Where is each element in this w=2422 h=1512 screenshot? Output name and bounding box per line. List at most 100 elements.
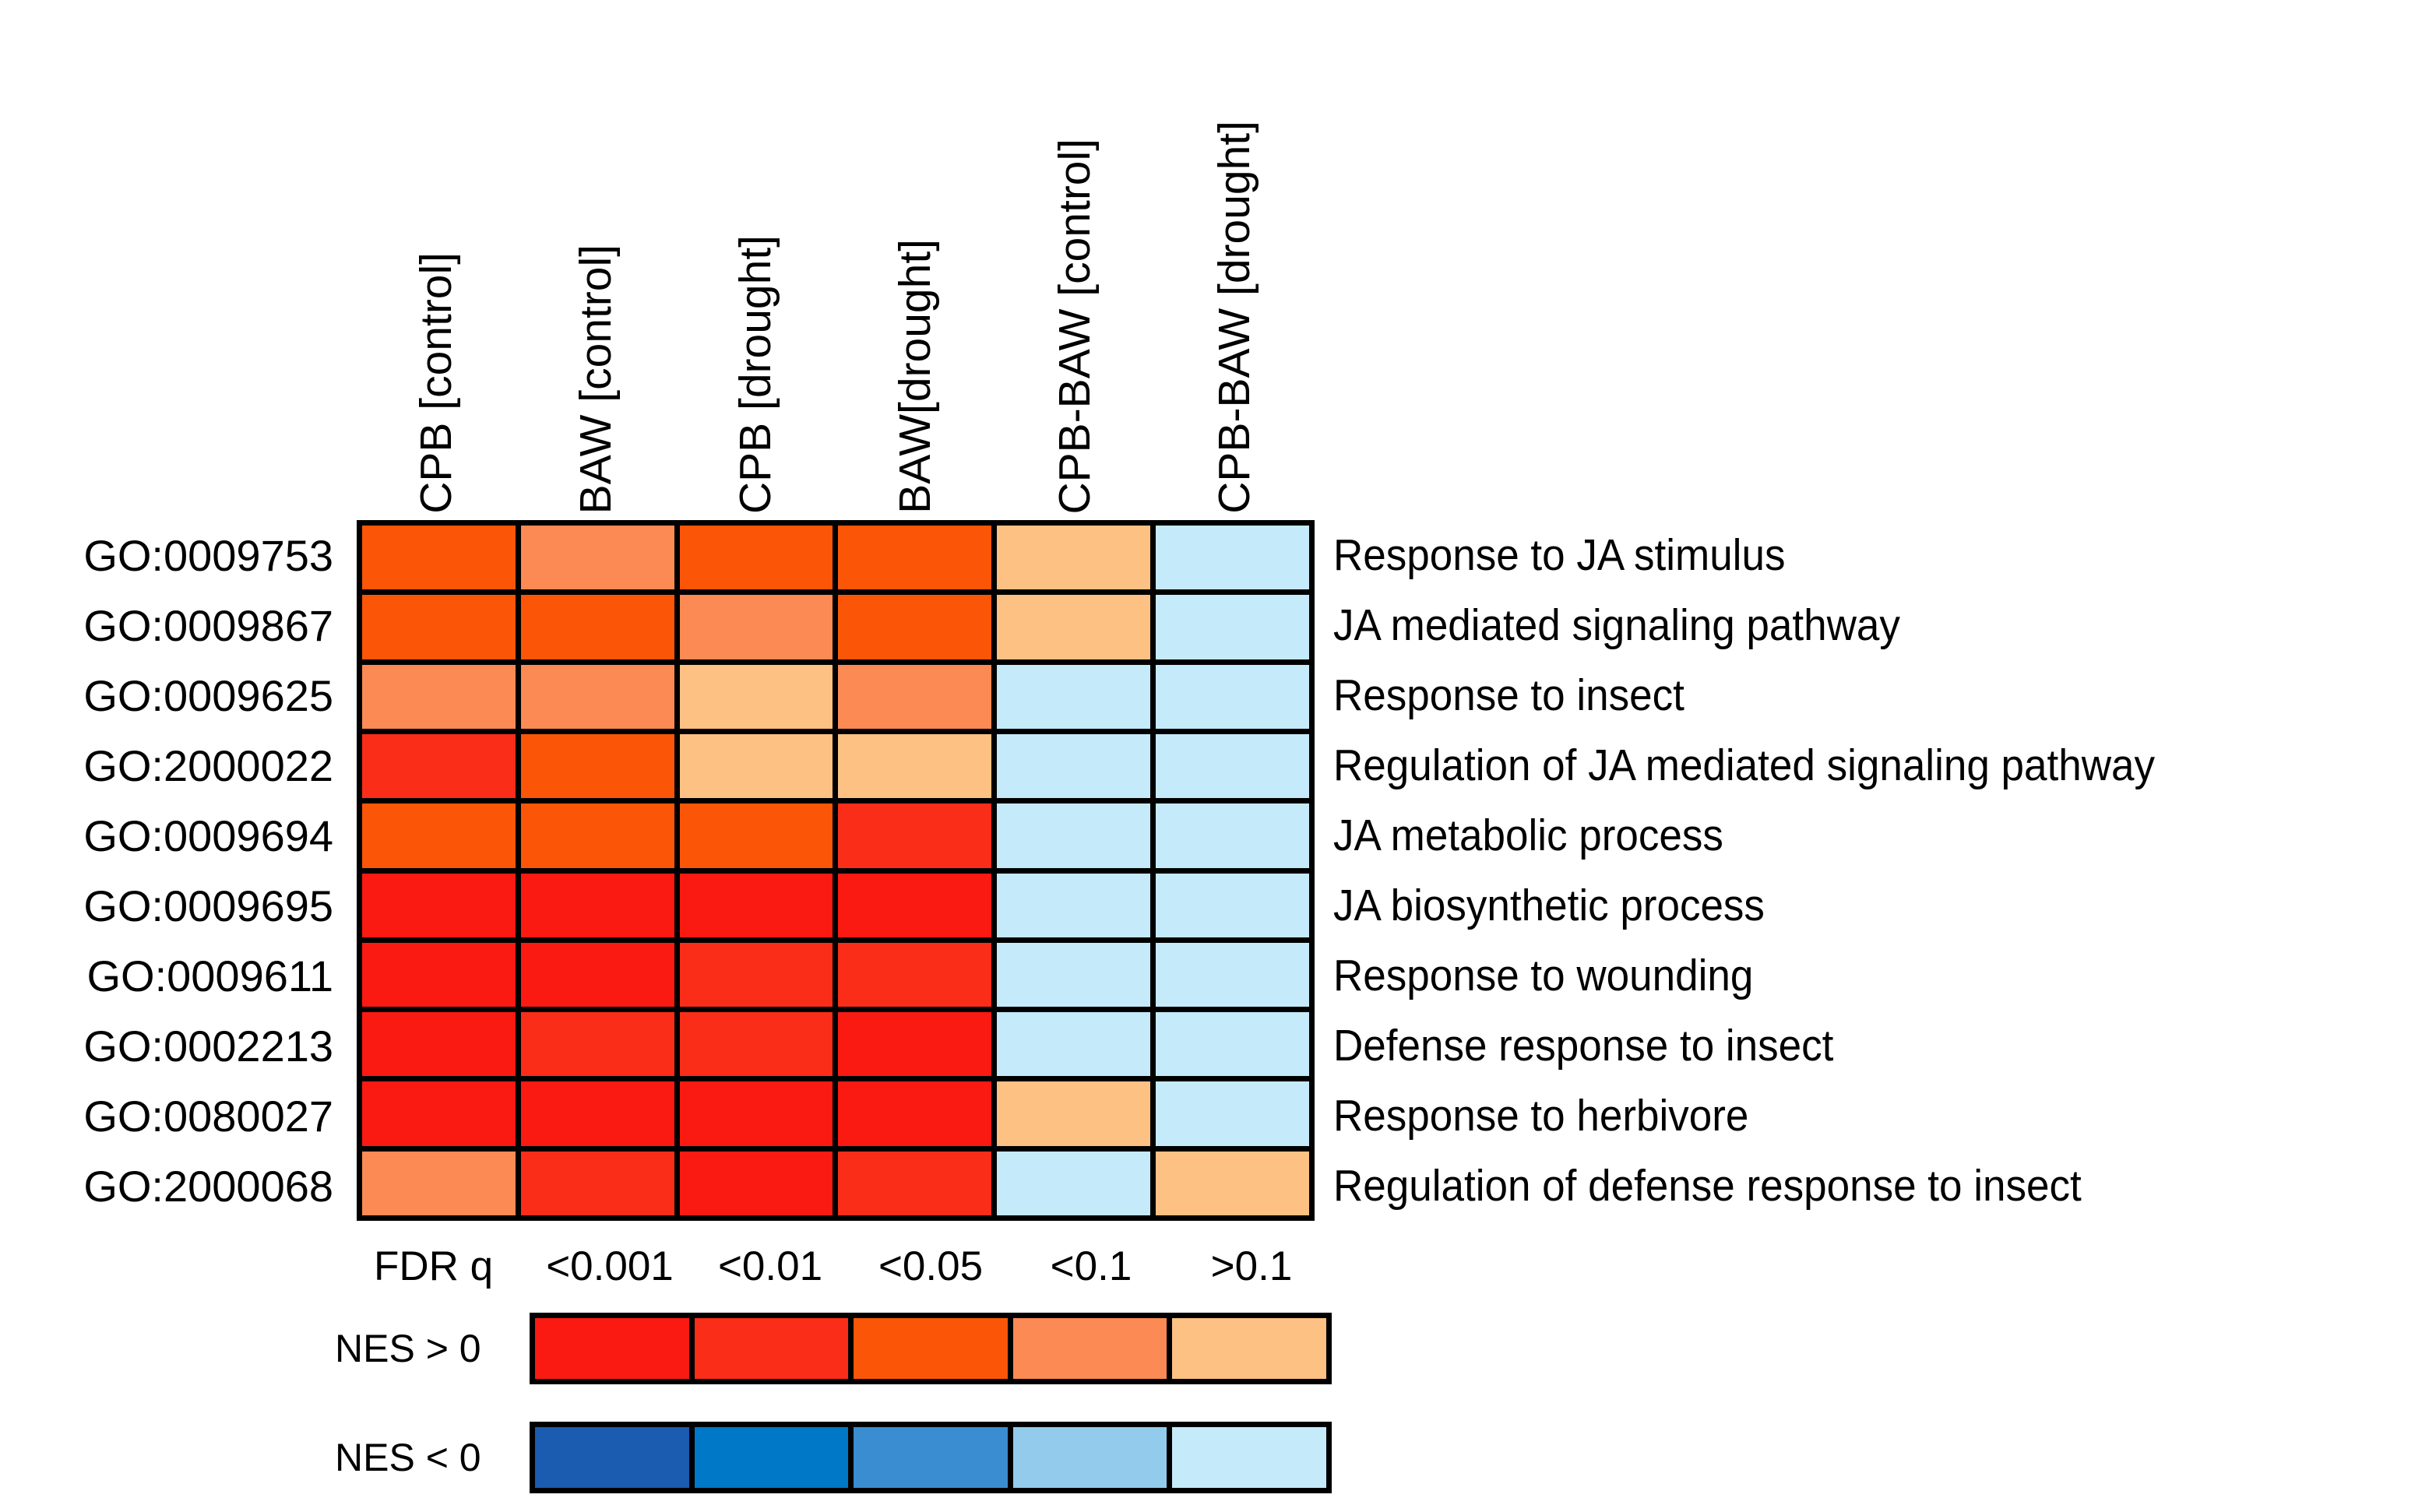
heatmap-cell xyxy=(520,1151,674,1215)
column-header-2: BAW [control] xyxy=(516,0,676,514)
heatmap-grid xyxy=(357,520,1315,1221)
heatmap-cell xyxy=(520,733,674,799)
heatmap-cell xyxy=(520,595,674,659)
row-id-label: GO:0009625 xyxy=(83,670,333,720)
heatmap-cell xyxy=(1156,1151,1309,1215)
heatmap-cell xyxy=(520,873,674,937)
column-header-label: CPB-BAW [drought] xyxy=(1209,121,1259,514)
row-description-label: JA metabolic process xyxy=(1333,811,1723,860)
row-description-label: JA mediated signaling pathway xyxy=(1333,600,1900,650)
column-header-5: CPB-BAW [control] xyxy=(995,0,1155,515)
heatmap-cell xyxy=(362,664,516,729)
heatmap-cell xyxy=(362,803,516,868)
heatmap-cell xyxy=(838,1081,992,1146)
heatmap-cell xyxy=(997,873,1151,937)
heatmap-cell xyxy=(679,526,833,590)
column-header-6: CPB-BAW [drought] xyxy=(1155,0,1315,514)
legend-swatch-negative xyxy=(854,1427,1008,1488)
heatmap-cell xyxy=(362,595,516,659)
heatmap-cell xyxy=(838,526,992,590)
heatmap-cell xyxy=(362,942,516,1007)
heatmap-cell xyxy=(997,733,1151,799)
legend-swatch-negative xyxy=(535,1427,689,1488)
legend-swatch-negative xyxy=(694,1427,849,1488)
row-description-label: Regulation of defense response to insect xyxy=(1333,1161,2082,1211)
heatmap-cell xyxy=(997,1151,1151,1215)
heatmap-cell xyxy=(362,733,516,799)
row-description-label: Response to herbivore xyxy=(1333,1091,1749,1141)
legend-strip-negative xyxy=(530,1422,1332,1493)
heatmap-cell xyxy=(1156,733,1309,799)
legend-swatch-negative xyxy=(1172,1427,1326,1488)
row-description-label: Defense response to insect xyxy=(1333,1021,1834,1071)
row-id-label: GO:0009694 xyxy=(83,811,333,860)
row-description-label: Response to insect xyxy=(1333,670,1684,720)
column-header-label: CPB [drought] xyxy=(730,234,780,514)
heatmap-cell xyxy=(838,664,992,729)
heatmap-cell xyxy=(520,1012,674,1077)
column-header-label: CPB-BAW [control] xyxy=(1050,138,1100,515)
heatmap-cell xyxy=(679,1012,833,1077)
heatmap-cell xyxy=(838,803,992,868)
row-description-label: JA biosynthetic process xyxy=(1333,881,1765,930)
legend-fdr-title: FDR q xyxy=(374,1243,494,1289)
column-header-4: BAW[drought] xyxy=(836,0,995,514)
heatmap-cell xyxy=(362,526,516,590)
heatmap-cell xyxy=(679,1081,833,1146)
legend-nes-negative-label: NES < 0 xyxy=(335,1436,481,1479)
legend-fdr-bin-label: >0.1 xyxy=(1210,1243,1293,1289)
legend-fdr-bin-label: <0.001 xyxy=(546,1243,674,1289)
legend-swatch-positive xyxy=(1012,1318,1167,1379)
heatmap-cell xyxy=(997,942,1151,1007)
row-description-column: Response to JA stimulus JA mediated signa… xyxy=(1333,520,2416,1221)
column-header-3: CPB [drought] xyxy=(676,0,836,514)
heatmap-cell xyxy=(1156,595,1309,659)
legend-fdr-bin-label: <0.05 xyxy=(878,1243,984,1289)
column-header-label: BAW [control] xyxy=(571,244,621,514)
heatmap-cell xyxy=(1156,1081,1309,1146)
legend: FDR q NES > 0 NES < 0 <0.001<0.01<0.05<0… xyxy=(0,1238,1371,1503)
heatmap-cell xyxy=(838,942,992,1007)
heatmap-cell xyxy=(1156,942,1309,1007)
column-header-label: CPB [control] xyxy=(411,252,461,514)
heatmap-cell xyxy=(362,1151,516,1215)
heatmap-cell xyxy=(520,664,674,729)
heatmap-cell xyxy=(838,1151,992,1215)
heatmap-cell xyxy=(1156,803,1309,868)
column-header-1: CPB [control] xyxy=(357,0,516,514)
heatmap-cell xyxy=(362,1081,516,1146)
row-id-label: GO:0009867 xyxy=(83,600,333,650)
row-id-label: GO:2000022 xyxy=(83,740,333,790)
legend-swatch-positive xyxy=(854,1318,1008,1379)
heatmap-cell xyxy=(520,942,674,1007)
row-id-label: GO:0009753 xyxy=(83,530,333,580)
heatmap-cell xyxy=(838,873,992,937)
heatmap-cell xyxy=(997,526,1151,590)
row-description-label: Response to JA stimulus xyxy=(1333,530,1786,580)
row-description-label: Regulation of JA mediated signaling path… xyxy=(1333,740,2155,790)
heatmap-cell xyxy=(362,873,516,937)
legend-swatch-positive xyxy=(694,1318,849,1379)
heatmap-cell xyxy=(679,733,833,799)
heatmap-cell xyxy=(997,1012,1151,1077)
heatmap-cell xyxy=(679,664,833,729)
column-header-row: CPB [control] BAW [control] CPB [drought] B… xyxy=(357,0,1315,514)
legend-swatch-positive xyxy=(1172,1318,1326,1379)
heatmap-cell xyxy=(997,664,1151,729)
heatmap-cell xyxy=(838,1012,992,1077)
column-header-label: BAW[drought] xyxy=(890,239,940,514)
row-description-label: Response to wounding xyxy=(1333,951,1754,1000)
row-id-label: GO:0080027 xyxy=(83,1091,333,1141)
heatmap-cell xyxy=(679,595,833,659)
heatmap-cell xyxy=(679,1151,833,1215)
heatmap-cell xyxy=(1156,873,1309,937)
row-id-label: GO:2000068 xyxy=(83,1161,333,1211)
heatmap-cell xyxy=(679,873,833,937)
heatmap-cell xyxy=(362,1012,516,1077)
heatmap-cell xyxy=(838,733,992,799)
heatmap-cell xyxy=(1156,664,1309,729)
heatmap-cell xyxy=(997,803,1151,868)
legend-nes-positive-label: NES > 0 xyxy=(335,1327,481,1370)
heatmap-cell xyxy=(520,1081,674,1146)
